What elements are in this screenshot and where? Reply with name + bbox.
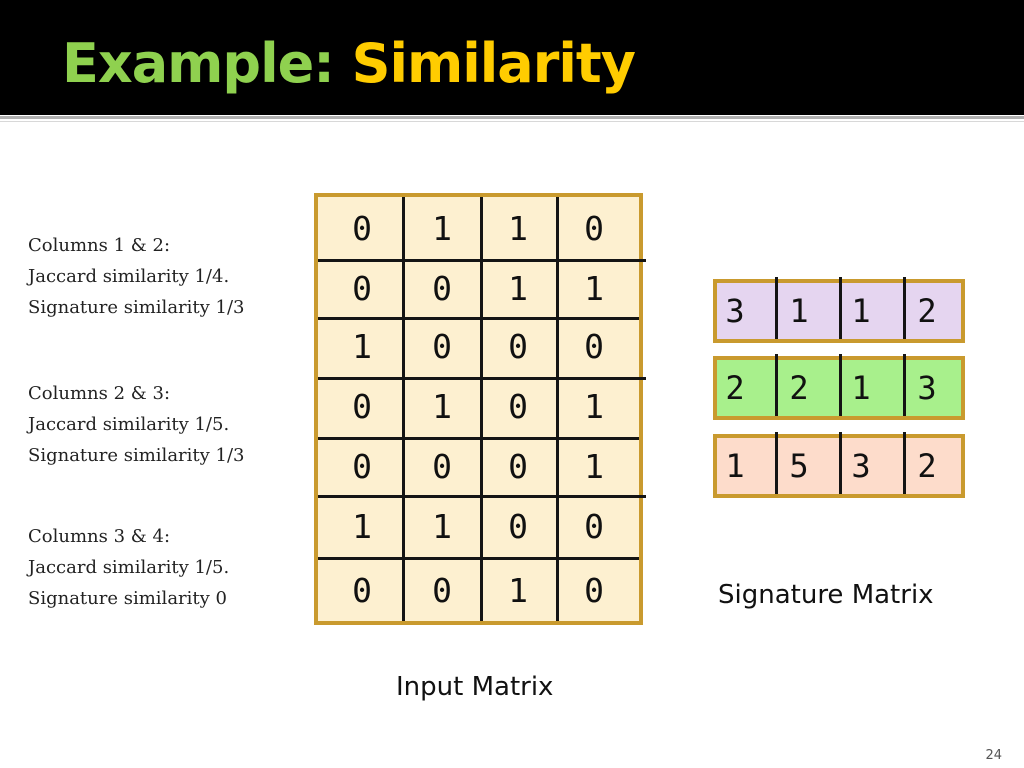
note-heading: Columns 2 & 3:	[28, 383, 171, 404]
matrix-row-divider	[318, 437, 639, 440]
signature-matrix-cell: 2	[917, 292, 937, 330]
matrix-row-divider	[318, 495, 646, 498]
matrix-row-divider	[318, 377, 646, 380]
input-matrix-cell: 1	[508, 209, 528, 248]
signature-column-divider	[839, 277, 842, 339]
signature-column-divider	[839, 432, 842, 494]
slide-title-topic: Similarity	[351, 32, 636, 95]
signature-matrix-cell: 2	[917, 447, 937, 485]
input-matrix-cell: 1	[508, 269, 528, 308]
input-matrix-cell: 0	[352, 447, 372, 486]
signature-row-1: 3 1 1 2	[713, 277, 965, 343]
note-signature: Signature similarity 0	[28, 588, 227, 609]
matrix-row-divider	[318, 317, 639, 320]
page-number: 24	[985, 748, 1002, 763]
note-heading: Columns 1 & 2:	[28, 235, 171, 256]
input-matrix-cell: 0	[432, 269, 452, 308]
signature-row-2: 2 2 1 3	[713, 354, 965, 420]
signature-matrix-cell: 1	[725, 447, 745, 485]
input-matrix-cell: 0	[508, 387, 528, 426]
input-matrix-caption: Input Matrix	[396, 672, 554, 702]
signature-matrix-cell: 1	[789, 292, 809, 330]
signature-column-divider	[839, 354, 842, 416]
input-matrix-cell: 0	[432, 571, 452, 610]
input-matrix-cell: 0	[508, 447, 528, 486]
note-columns-1-2: Columns 1 & 2: Jaccard similarity 1/4. S…	[28, 230, 298, 323]
input-matrix-cell: 1	[432, 209, 452, 248]
signature-column-divider	[775, 354, 778, 416]
input-matrix-cell: 1	[584, 447, 604, 486]
note-signature: Signature similarity 1/3	[28, 445, 245, 466]
input-matrix-cell: 0	[508, 327, 528, 366]
signature-column-divider	[903, 354, 906, 416]
signature-column-divider	[775, 277, 778, 339]
signature-matrix-cell: 3	[917, 369, 937, 407]
slide-title-prefix: Example:	[62, 32, 352, 95]
signature-column-divider	[903, 432, 906, 494]
signature-matrix-caption: Signature Matrix	[718, 580, 934, 610]
input-matrix-cell: 0	[352, 387, 372, 426]
input-matrix-cell: 1	[432, 387, 452, 426]
input-matrix-cell: 0	[584, 571, 604, 610]
note-columns-2-3: Columns 2 & 3: Jaccard similarity 1/5. S…	[28, 378, 298, 471]
note-columns-3-4: Columns 3 & 4: Jaccard similarity 1/5. S…	[28, 521, 298, 614]
signature-column-divider	[903, 277, 906, 339]
signature-matrix-cell: 1	[851, 292, 871, 330]
matrix-row-divider	[318, 259, 646, 262]
input-matrix-cell: 0	[432, 447, 452, 486]
signature-column-divider	[775, 432, 778, 494]
signature-matrix-cell: 3	[725, 292, 745, 330]
title-divider	[0, 116, 1024, 119]
input-matrix-cell: 0	[352, 571, 372, 610]
note-jaccard: Jaccard similarity 1/4.	[28, 266, 230, 287]
note-heading: Columns 3 & 4:	[28, 526, 171, 547]
signature-matrix-cell: 3	[851, 447, 871, 485]
input-matrix-cell: 0	[352, 269, 372, 308]
input-matrix-cell: 0	[352, 209, 372, 248]
slide-title: Example: Similarity	[62, 28, 636, 100]
note-jaccard: Jaccard similarity 1/5.	[28, 414, 230, 435]
signature-matrix-cell: 1	[851, 369, 871, 407]
input-matrix-cell: 0	[584, 507, 604, 546]
input-matrix-cell: 0	[432, 327, 452, 366]
signature-matrix-cell: 2	[789, 369, 809, 407]
input-matrix-cell: 0	[508, 507, 528, 546]
matrix-column-divider	[402, 197, 405, 621]
input-matrix-cell: 1	[584, 387, 604, 426]
input-matrix-cell: 1	[584, 269, 604, 308]
input-matrix-cell: 0	[584, 327, 604, 366]
matrix-column-divider	[556, 197, 559, 621]
signature-matrix-cell: 5	[789, 447, 809, 485]
title-divider-thin	[0, 121, 1024, 122]
input-matrix-cell: 1	[508, 571, 528, 610]
matrix-row-divider	[318, 557, 639, 560]
note-signature: Signature similarity 1/3	[28, 297, 245, 318]
note-jaccard: Jaccard similarity 1/5.	[28, 557, 230, 578]
title-bar	[0, 0, 1024, 115]
matrix-column-divider	[480, 197, 483, 621]
input-matrix-cell: 1	[432, 507, 452, 546]
input-matrix-cell: 0	[584, 209, 604, 248]
signature-matrix-cell: 2	[725, 369, 745, 407]
input-matrix-cell: 1	[352, 507, 372, 546]
input-matrix: 0 1 1 0 0 0 1 1 1 0 0 0 0 1 0 1 0 0 0 1 1 1 0 0 0 0 1 0	[314, 193, 646, 625]
input-matrix-cell: 1	[352, 327, 372, 366]
